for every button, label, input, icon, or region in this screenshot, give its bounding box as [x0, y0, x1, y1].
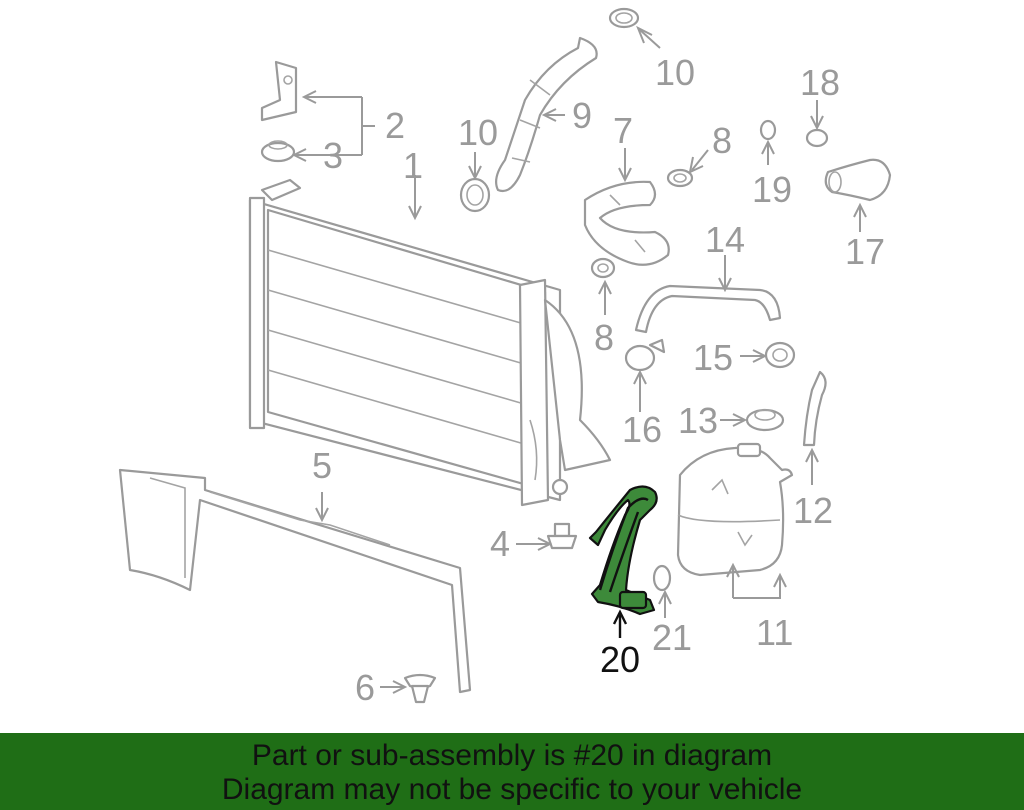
- callout-21: 21: [652, 617, 692, 658]
- o-ring-21: [652, 564, 672, 592]
- air-deflector: [118, 468, 472, 694]
- lower-radiator-hose: [583, 180, 670, 266]
- hose-clamp-left: [459, 177, 491, 213]
- callout-15: 15: [693, 337, 733, 378]
- hose-clamp-15: [764, 341, 796, 369]
- hose-clamp-18: [805, 128, 829, 148]
- parts-diagram: 1 2 3 4 5 6 7 8 8 9 10 10 11 12 13 14 15…: [118, 7, 892, 708]
- o-ring-19: [759, 119, 777, 141]
- callout-9: 9: [572, 95, 592, 136]
- hose-clamp-small-bottom: [590, 257, 616, 279]
- callout-4: 4: [490, 523, 510, 564]
- hose-clamp-16: [624, 338, 666, 372]
- callout-10-left: 10: [458, 112, 498, 153]
- leader-lines: [291, 25, 867, 694]
- callout-10-top: 10: [655, 52, 695, 93]
- callout-16: 16: [622, 409, 662, 450]
- callout-3: 3: [323, 135, 343, 176]
- upper-radiator-hose: [495, 36, 598, 193]
- drain-plug: [546, 522, 578, 550]
- outlet-pipe: [824, 158, 892, 202]
- hose-clamp-small-top: [666, 168, 694, 188]
- reservoir-cap: [745, 408, 785, 432]
- callout-6: 6: [355, 667, 375, 708]
- hose-clamp-top: [608, 7, 640, 29]
- callout-18: 18: [800, 62, 840, 103]
- push-pin: [403, 673, 437, 704]
- insulator: [260, 140, 296, 163]
- callout-13: 13: [678, 400, 718, 441]
- callout-5: 5: [312, 445, 332, 486]
- callout-20: 20: [600, 639, 640, 680]
- callout-1: 1: [403, 145, 423, 186]
- highlighted-cooler-line-assembly: [588, 485, 658, 616]
- callout-14: 14: [705, 219, 745, 260]
- callout-2: 2: [385, 105, 405, 146]
- callout-19: 19: [752, 169, 792, 210]
- callout-11: 11: [756, 612, 793, 653]
- info-banner: Part or sub-assembly is #20 in diagram D…: [0, 733, 1024, 810]
- radiator: [248, 178, 612, 507]
- callout-8-top: 8: [712, 120, 732, 161]
- callout-17: 17: [845, 231, 885, 272]
- callout-12: 12: [793, 490, 833, 531]
- bracket: [260, 60, 298, 122]
- banner-line-disclaimer: Diagram may not be specific to your vehi…: [221, 773, 803, 806]
- bypass-hose: [634, 284, 782, 334]
- callout-labels: 1 2 3 4 5 6 7 8 8 9 10 10 11 12 13 14 15…: [312, 52, 885, 708]
- callout-7: 7: [613, 110, 633, 151]
- overflow-hose: [802, 370, 827, 447]
- coolant-reservoir: [676, 442, 794, 577]
- banner-line-part-number: Part or sub-assembly is #20 in diagram: [251, 739, 773, 772]
- callout-8-bottom: 8: [594, 317, 614, 358]
